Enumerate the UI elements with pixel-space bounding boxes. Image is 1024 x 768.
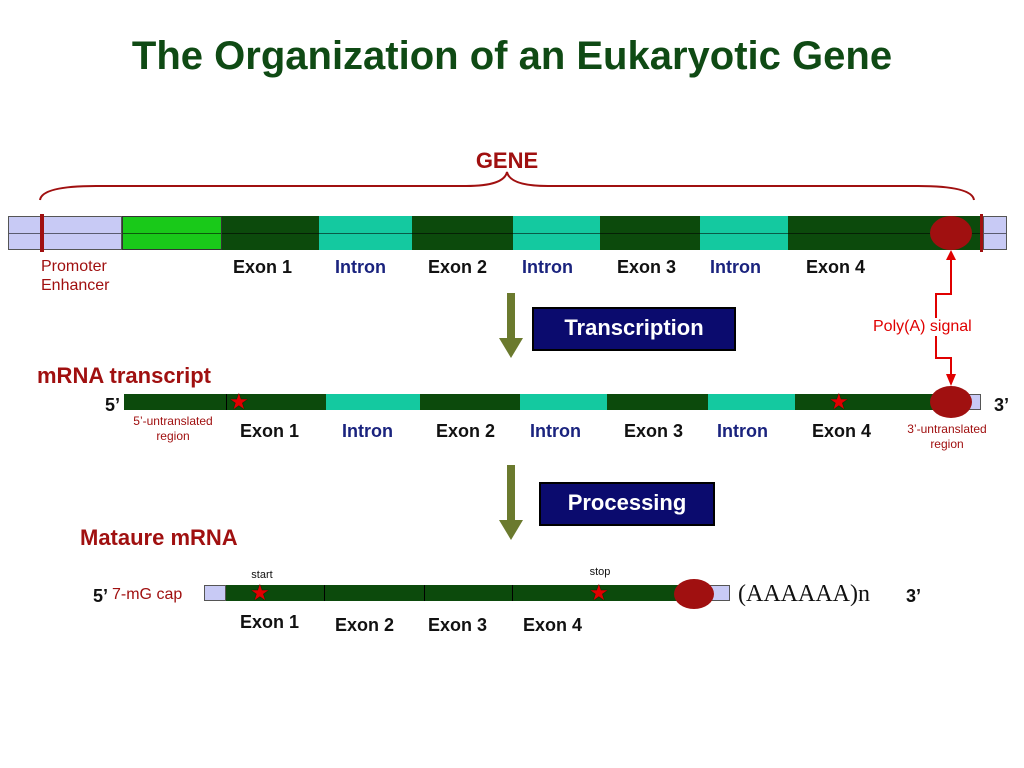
mature-exon-3: [424, 585, 512, 601]
mrna-intron-3: [708, 394, 795, 410]
mature-five-prime: 5’: [93, 586, 109, 606]
promoter-marker: [40, 214, 44, 252]
mrna-stop-star-icon: ★: [829, 389, 849, 414]
utr3-label-line1: 3’-untranslated: [907, 422, 987, 436]
processing-box: Processing: [539, 482, 715, 526]
gene-intron-1: [319, 216, 412, 250]
mrna-exon-4-label: Exon 4: [812, 421, 872, 441]
mature-exon-2-label: Exon 2: [335, 615, 395, 635]
gene-label: GENE: [475, 148, 539, 173]
cap-label: 7-mG cap: [112, 586, 183, 603]
mature-three-prime: 3’: [906, 586, 922, 606]
mature-polya-oval: [674, 579, 714, 609]
mrna-exon-2: [420, 394, 520, 410]
mature-exon-1: [226, 585, 324, 601]
gene-exon-1: [222, 216, 319, 250]
gene-exon-1-label: Exon 1: [233, 257, 293, 277]
mrna-five-prime: 5’: [105, 395, 121, 415]
gene-intron-3-label: Intron: [710, 257, 761, 277]
mature-exon-4-label: Exon 4: [523, 615, 583, 635]
mrna-exon-2-label: Exon 2: [436, 421, 496, 441]
mrna-exon-3-label: Exon 3: [624, 421, 684, 441]
processing-arrow-head: [499, 520, 523, 540]
mrna-start-star-icon: ★: [229, 389, 249, 414]
utr5-label-line1: 5’-untranslated: [133, 414, 213, 428]
mature-exon-2: [324, 585, 424, 601]
gene-end-marker: [980, 214, 983, 252]
gene-intron-1-label: Intron: [335, 257, 386, 277]
utr3-label-line2: region: [930, 437, 964, 451]
mature-mrna-label: Mataure mRNA: [80, 525, 238, 550]
gene-exon-2: [412, 216, 513, 250]
mrna-exon-1-label: Exon 1: [240, 421, 300, 441]
polya-tail-label: (AAAAAA)n: [738, 581, 870, 607]
mrna-intron-1: [326, 394, 420, 410]
gene-exon-3: [600, 216, 700, 250]
polya-signal-oval: [930, 216, 972, 250]
transcription-box: Transcription: [532, 307, 736, 351]
transcription-arrow-shaft: [507, 293, 515, 338]
processing-arrow-shaft: [507, 465, 515, 520]
gene-exon-4-label: Exon 4: [806, 257, 866, 277]
mature-start-star-icon: ★: [250, 580, 270, 605]
polya-signal-label: Poly(A) signal: [873, 318, 972, 336]
mrna-exon-4: [795, 394, 967, 410]
gene-upstream-region: [8, 216, 122, 250]
mrna-intron-3-label: Intron: [717, 421, 768, 441]
mature-stop-star-icon: ★: [589, 580, 609, 605]
mrna-intron-1-label: Intron: [342, 421, 393, 441]
gene-intron-3: [700, 216, 788, 250]
gene-exon-2-label: Exon 2: [428, 257, 488, 277]
mrna-intron-2-label: Intron: [530, 421, 581, 441]
mature-cap-end: [204, 585, 226, 601]
stop-codon-label: stop: [589, 566, 611, 578]
gene-downstream-region: [983, 216, 1007, 250]
mrna-exon-3: [607, 394, 708, 410]
gene-intron-2-label: Intron: [522, 257, 573, 277]
mrna-intron-2: [520, 394, 607, 410]
gene-intron-2: [513, 216, 600, 250]
mrna-three-prime: 3’: [994, 395, 1010, 415]
start-codon-label: start: [251, 569, 273, 581]
promoter-label: Promoter: [41, 258, 107, 275]
mrna-exon-1: [226, 394, 326, 410]
mrna-utr5: [124, 394, 226, 410]
transcription-arrow-head: [499, 338, 523, 358]
gene-promoter-block: [122, 216, 222, 250]
page-title: The Organization of an Eukaryotic Gene: [131, 34, 893, 78]
mrna-transcript-label: mRNA transcript: [37, 363, 211, 388]
mature-exon-3-label: Exon 3: [428, 615, 488, 635]
mrna-polya-oval: [930, 386, 972, 418]
mature-exon-4: [512, 585, 710, 601]
gene-brace: [39, 171, 975, 201]
gene-exon-3-label: Exon 3: [617, 257, 677, 277]
utr5-label-line2: region: [156, 429, 190, 443]
enhancer-label: Enhancer: [41, 277, 110, 294]
mature-exon-1-label: Exon 1: [240, 612, 300, 632]
